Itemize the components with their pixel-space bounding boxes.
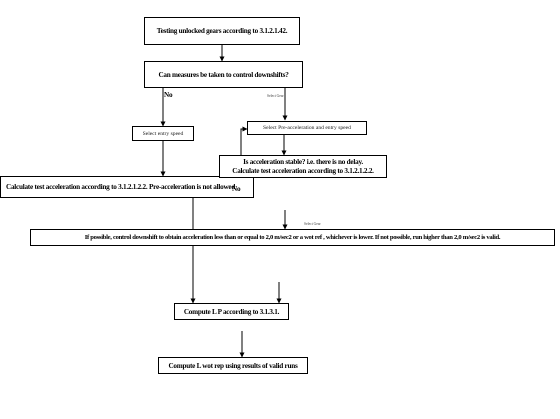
testing-unlocked-gears-box: Testing unlocked gears according to 3.1.…: [144, 17, 300, 45]
compute-lwot-text: Compute L wot rep using results of valid…: [168, 361, 298, 370]
select-entry-speed-text: Select entry speed: [142, 130, 184, 137]
control-downshifts-question-text: Can measures be taken to control downshi…: [158, 70, 289, 79]
select-pre-acceleration-text: Select Pre-acceleration and entry speed: [263, 125, 351, 131]
select-pre-acceleration-box: Select Pre-acceleration and entry speed: [247, 121, 367, 135]
control-downshifts-question-box: Can measures be taken to control downshi…: [144, 61, 303, 88]
calculate-acceleration-left-text: Calculate test acceleration according to…: [6, 183, 236, 191]
select-entry-speed-box: Select entry speed: [132, 126, 194, 141]
select-gear-label-top: Select Gear: [267, 94, 284, 98]
compute-lp-box: Compute L P according to 3.1.3.1.: [174, 303, 289, 320]
no-label-bottom: No: [232, 185, 241, 193]
acceleration-stable-question-box: Is acceleration stable? i.e. there is no…: [219, 155, 387, 178]
compute-lwot-box: Compute L wot rep using results of valid…: [158, 357, 308, 374]
control-downshift-text: If possible, control downshift to obtain…: [84, 234, 501, 241]
control-downshift-box: If possible, control downshift to obtain…: [30, 229, 555, 246]
calculate-acceleration-left-box: Calculate test acceleration according to…: [0, 176, 254, 198]
select-gear-label-mid: Select Gear: [304, 222, 321, 226]
no-label-top: No: [164, 91, 173, 99]
testing-unlocked-gears-text: Testing unlocked gears according to 3.1.…: [156, 27, 288, 35]
compute-lp-text: Compute L P according to 3.1.3.1.: [183, 307, 280, 316]
calculate-acceleration-stable-text: Calculate test acceleration according to…: [232, 166, 374, 175]
acceleration-stable-text: Is acceleration stable? i.e. there is no…: [243, 158, 363, 166]
